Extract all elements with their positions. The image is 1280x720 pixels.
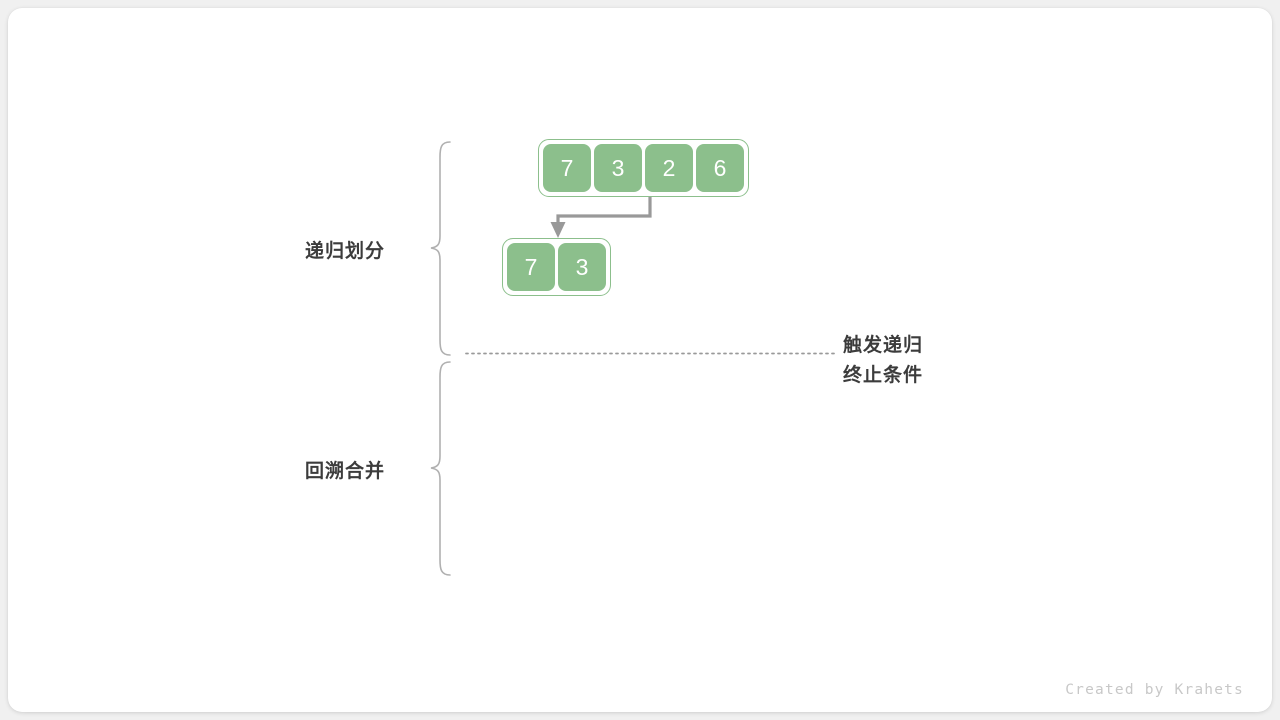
array-cell: 7 xyxy=(507,243,555,291)
note-line-1: 触发递归 xyxy=(843,335,924,356)
phase-label-recursive-divide: 递归划分 xyxy=(305,241,386,262)
array-cell: 3 xyxy=(594,144,642,192)
credit-text: Created by Krahets xyxy=(1065,682,1244,698)
array-cell: 6 xyxy=(696,144,744,192)
brace-recursive-divide xyxy=(430,141,451,356)
array-cell: 2 xyxy=(645,144,693,192)
brace-backtrack-merge xyxy=(430,361,451,576)
array-root: 7 3 2 6 xyxy=(538,139,749,197)
array-cell: 3 xyxy=(558,243,606,291)
phase-label-backtrack-merge: 回溯合并 xyxy=(305,461,386,482)
divide-arrow-line xyxy=(556,196,652,227)
array-left-subarray: 7 3 xyxy=(502,238,611,296)
note-line-2: 终止条件 xyxy=(843,365,924,386)
divide-arrow-head xyxy=(550,222,566,238)
array-cell: 7 xyxy=(543,144,591,192)
recursion-terminate-note: 触发递归 终止条件 xyxy=(843,331,923,391)
canvas-card xyxy=(8,8,1272,712)
